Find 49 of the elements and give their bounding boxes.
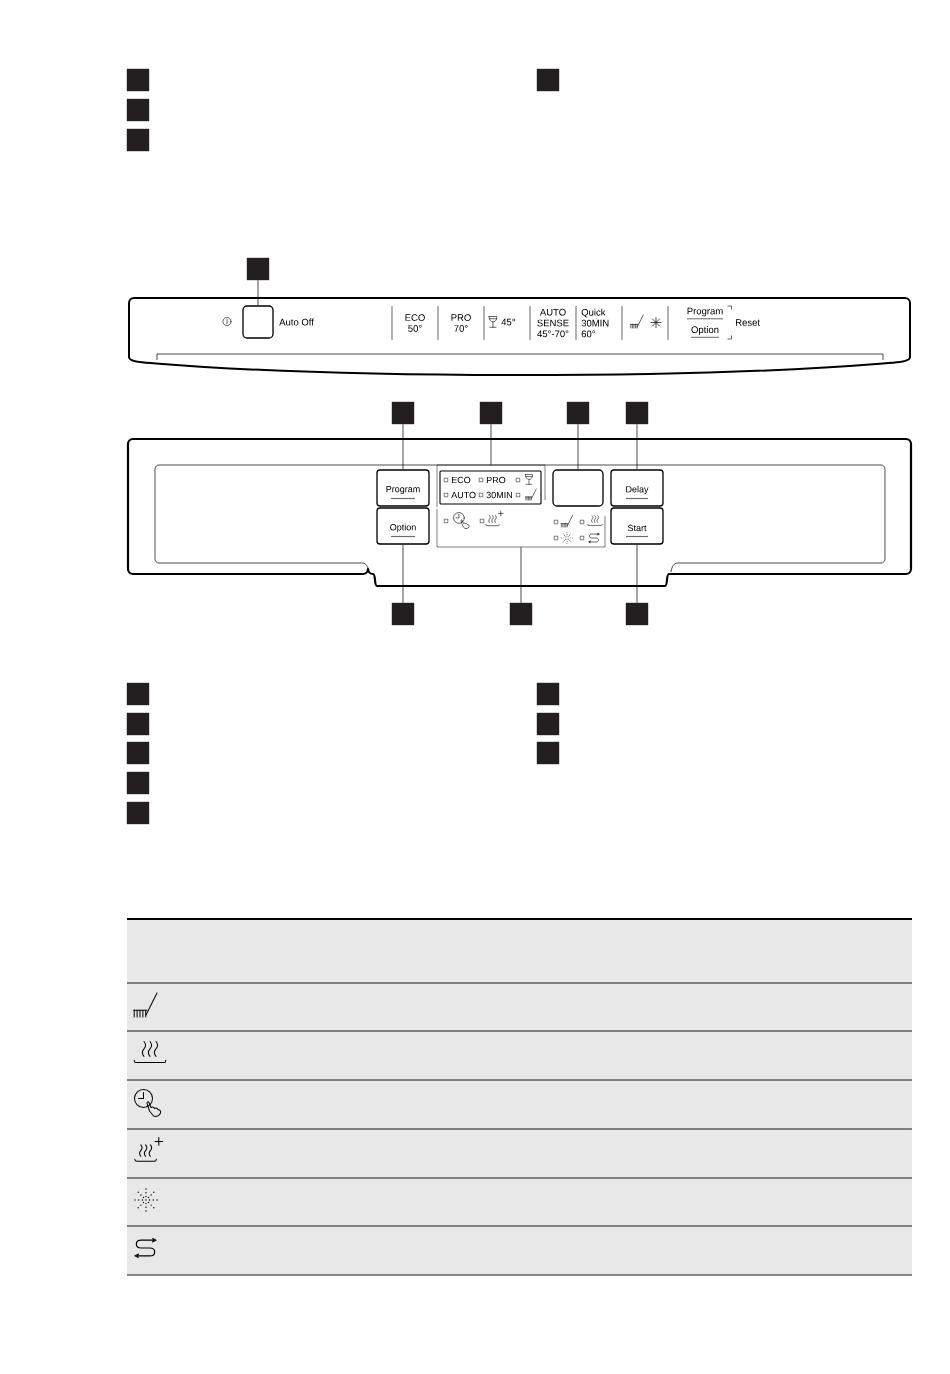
- indicator-label: AUTO: [451, 491, 476, 499]
- indicator-panel: [436, 464, 546, 508]
- key-marker: [536, 712, 560, 736]
- leader-line: [490, 423, 492, 466]
- program-label: PRO 70°: [451, 314, 471, 332]
- callout-marker: [246, 257, 270, 281]
- control-button: Delay: [610, 469, 664, 507]
- key-marker: [126, 682, 150, 706]
- indicator-label: 30MIN: [486, 491, 512, 499]
- control-button: Option: [376, 507, 430, 545]
- indicator-label: PRO: [486, 476, 506, 484]
- leader-line: [402, 423, 404, 470]
- program-label: AUTO SENSE 45°-70°: [537, 308, 569, 338]
- leader-line: [520, 546, 522, 604]
- key-marker: [126, 98, 150, 122]
- key-marker: [536, 68, 560, 92]
- leader-line: [636, 423, 638, 470]
- key-marker: [126, 712, 150, 736]
- control-button: Program: [376, 469, 430, 507]
- program-label: Quick 30MIN 60°: [581, 308, 609, 338]
- leader-line: [577, 423, 579, 470]
- callout-marker: [479, 401, 503, 425]
- key-marker: [536, 682, 560, 706]
- button-label: Auto Off: [279, 318, 314, 326]
- callout-marker: [391, 401, 415, 425]
- button-label: Reset: [736, 319, 760, 326]
- key-marker: [126, 128, 150, 152]
- control-button: Start: [610, 507, 664, 545]
- display-window: [552, 469, 604, 507]
- button-label: Option: [690, 326, 720, 338]
- leader-line: [636, 544, 638, 604]
- callout-marker: [625, 401, 649, 425]
- program-label: 45°: [501, 318, 515, 326]
- key-marker: [126, 741, 150, 765]
- key-marker: [126, 771, 150, 795]
- indicator-label: ECO: [451, 476, 471, 484]
- callout-marker: [566, 401, 590, 425]
- callout-marker: [509, 602, 533, 626]
- leader-line: [257, 279, 259, 306]
- key-marker: [126, 68, 150, 92]
- key-marker: [536, 741, 560, 765]
- power-button: [242, 305, 274, 339]
- button-label: Program: [686, 307, 724, 320]
- leader-line: [402, 544, 404, 604]
- program-label: ECO 50°: [405, 314, 425, 332]
- callout-marker: [625, 602, 649, 626]
- key-marker: [126, 801, 150, 825]
- callout-marker: [391, 602, 415, 626]
- control-panel: [126, 437, 913, 588]
